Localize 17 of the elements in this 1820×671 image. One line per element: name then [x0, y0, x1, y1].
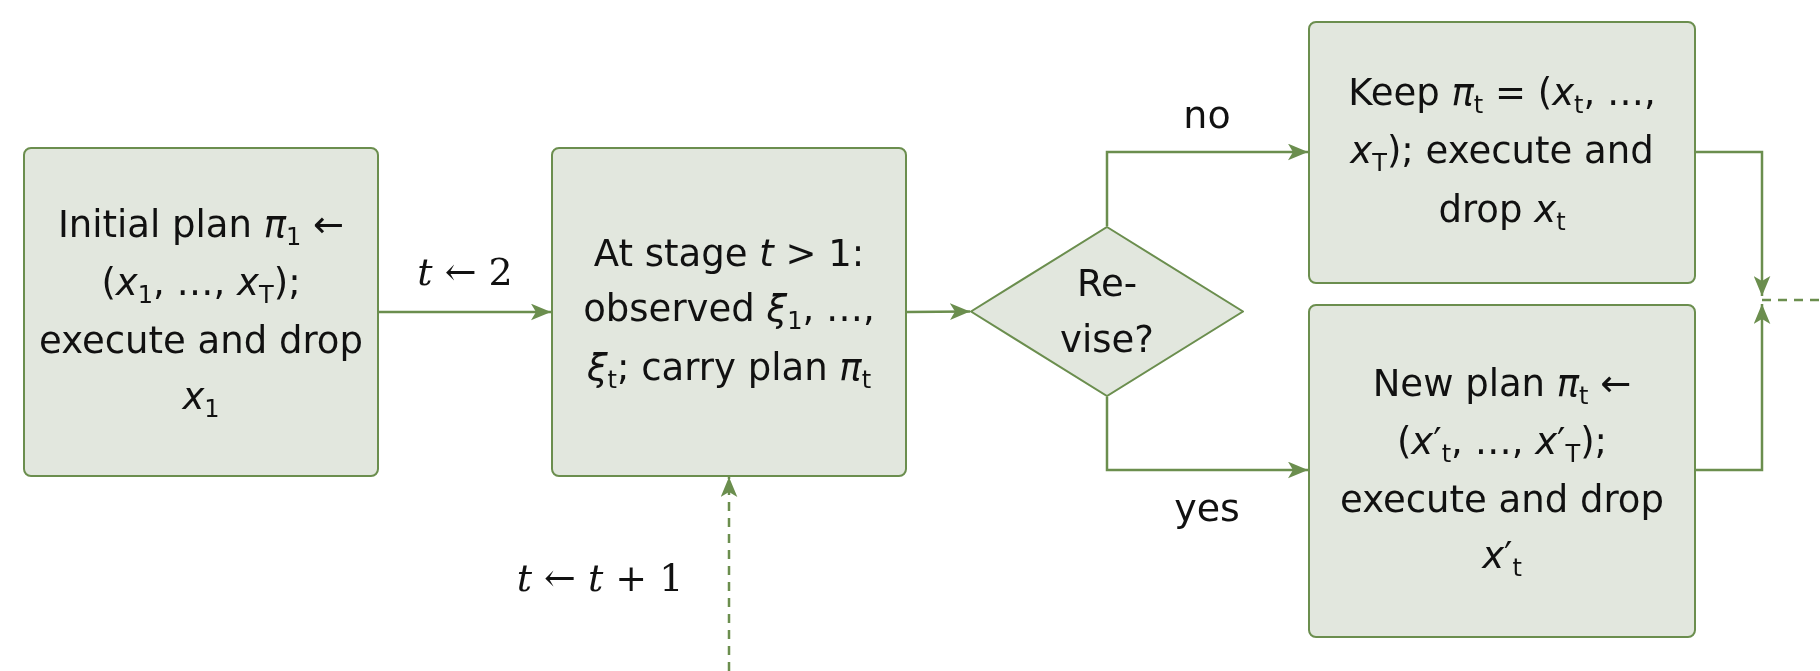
decision-text: Re-vise?: [1059, 261, 1155, 363]
process-box: [551, 147, 907, 477]
arrow: [379, 303, 551, 321]
arrow: [720, 477, 738, 671]
step-text: New plan π$_{t}$ ← (x′$_{t}$, …, x′$_{T}$); execute and drop x′$_{t}$: [1340, 360, 1664, 585]
arrow: [1105, 143, 1308, 226]
arrow: [1105, 397, 1308, 479]
step-text: Initial plan π$_{1}$ ← (x$_{1}$, …, x$_{T}$); execute and drop x$_{1}$: [39, 201, 363, 426]
process-box: [1308, 304, 1696, 638]
arrow: [907, 303, 970, 320]
arrow: [1696, 150, 1771, 296]
step-text: At stage t > 1: observed ξ$_{1}$, …, ξ$_{t}$; carry plan π$_{t}$: [582, 230, 876, 397]
arrow: [1696, 304, 1771, 472]
process-box: [23, 147, 379, 477]
decision-diamond: [970, 226, 1244, 397]
process-box: [1308, 21, 1696, 284]
step-text: Keep π$_{t}$ = (x$_{t}$, …, x$_{T}$); execute and drop x$_{t}$: [1347, 69, 1657, 239]
